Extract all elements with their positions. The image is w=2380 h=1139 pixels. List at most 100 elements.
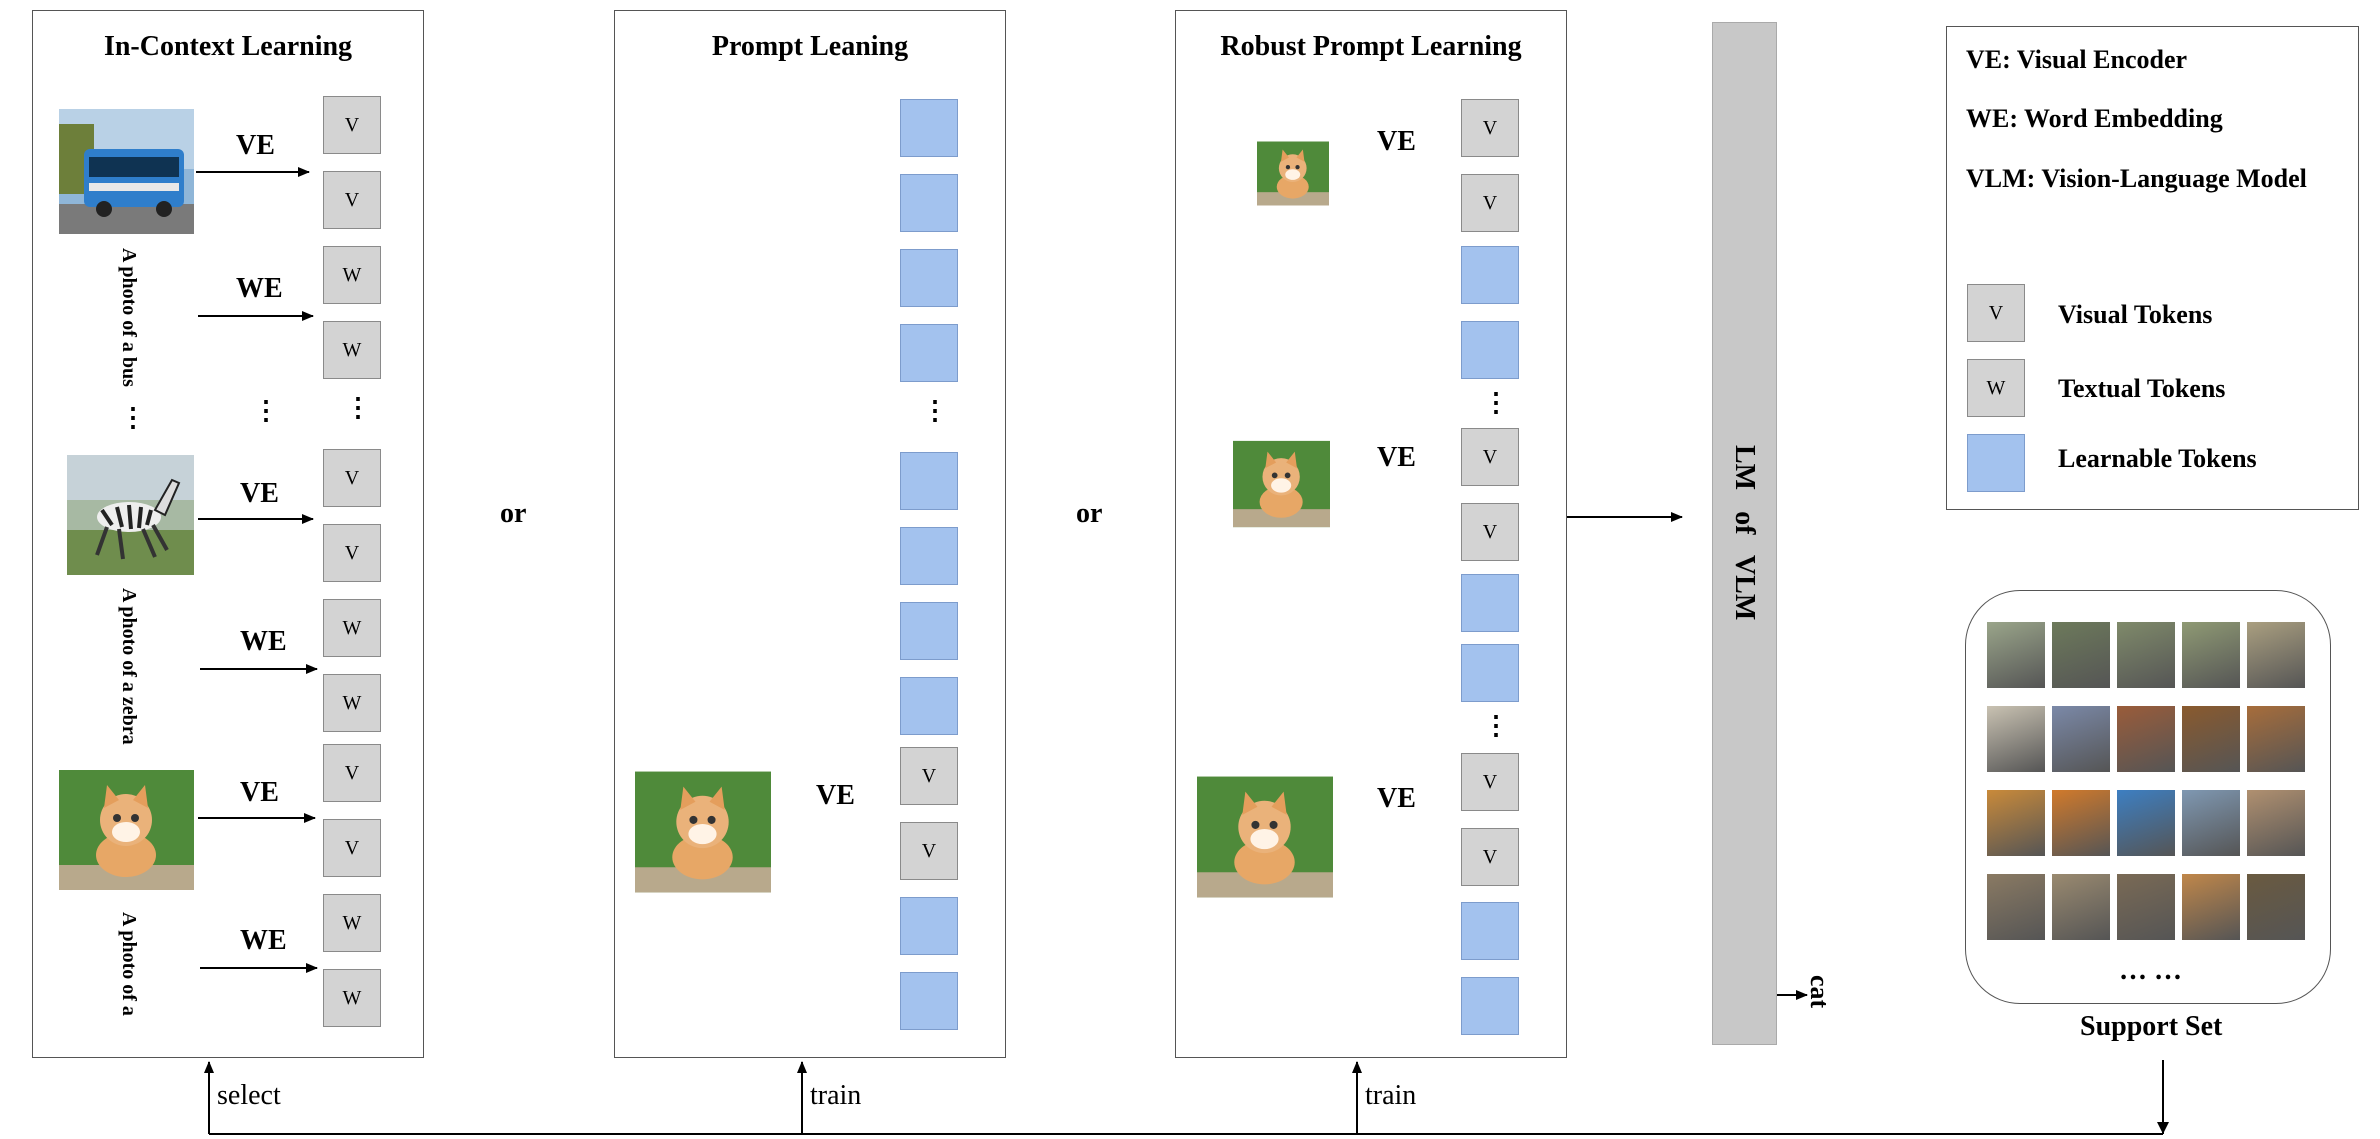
support-thumbnail-zebra bbox=[2247, 622, 2305, 688]
visual-token: V bbox=[323, 744, 381, 802]
learnable-token-swatch bbox=[1967, 434, 2025, 492]
textual-token: W bbox=[323, 894, 381, 952]
support-thumbnail-bus bbox=[2182, 790, 2240, 856]
textual-token: W bbox=[323, 599, 381, 657]
visual-token: V bbox=[323, 524, 381, 582]
support-thumbnail-zebra bbox=[1987, 622, 2045, 688]
support-thumbnail-dog bbox=[2247, 706, 2305, 772]
support-thumbnail-bus bbox=[2117, 790, 2175, 856]
we-label: WE bbox=[240, 925, 287, 956]
learnable-token bbox=[900, 897, 958, 955]
vertical-ellipsis: ⋮ bbox=[1483, 711, 1509, 740]
cat-image bbox=[1233, 440, 1330, 528]
support-set-ellipsis: … … bbox=[2119, 955, 2182, 986]
ve-label: VE bbox=[816, 780, 855, 811]
support-thumbnail-dog bbox=[2117, 706, 2175, 772]
vertical-ellipsis: ⋮ bbox=[120, 403, 146, 432]
panel-title: Prompt Leaning bbox=[711, 31, 909, 62]
learnable-token bbox=[900, 324, 958, 382]
visual-token: V bbox=[900, 747, 958, 805]
learnable-token bbox=[900, 972, 958, 1030]
bus-image bbox=[59, 109, 194, 234]
support-thumbnail-cat bbox=[2182, 874, 2240, 940]
legend-box bbox=[1946, 26, 2359, 510]
visual-token: V bbox=[1461, 828, 1519, 886]
support-thumbnail-zebra bbox=[2052, 622, 2110, 688]
legend-ve: VE: Visual Encoder bbox=[1966, 45, 2188, 74]
visual-token: V bbox=[1461, 503, 1519, 561]
visual-token-swatch: V bbox=[1967, 284, 2025, 342]
learnable-token bbox=[1461, 644, 1519, 702]
cat-image bbox=[59, 770, 194, 890]
learnable-token bbox=[1461, 321, 1519, 379]
lm-of-vlm-bar bbox=[1712, 22, 1777, 1045]
visual-token: V bbox=[1461, 174, 1519, 232]
visual-token: V bbox=[1461, 428, 1519, 486]
support-thumbnail-cat bbox=[2052, 874, 2110, 940]
learnable-token bbox=[900, 452, 958, 510]
learnable-token bbox=[1461, 977, 1519, 1035]
support-thumbnail-bus bbox=[2052, 790, 2110, 856]
ve-label: VE bbox=[240, 777, 279, 808]
cat-image bbox=[1197, 776, 1333, 898]
cat-image bbox=[635, 771, 771, 893]
legend-learnable-tokens: Learnable Tokens bbox=[2058, 444, 2257, 473]
vertical-ellipsis: ⋮ bbox=[253, 396, 279, 425]
support-thumbnail-zebra bbox=[2182, 622, 2240, 688]
support-thumbnail-zebra bbox=[2117, 622, 2175, 688]
vertical-ellipsis: ⋮ bbox=[922, 396, 948, 425]
learnable-token bbox=[900, 174, 958, 232]
support-thumbnail-cat bbox=[2117, 874, 2175, 940]
support-thumbnail-dog bbox=[2052, 706, 2110, 772]
ve-label: VE bbox=[1377, 126, 1416, 157]
learnable-token bbox=[1461, 246, 1519, 304]
lm-of-vlm-label: LM of VLM bbox=[1729, 445, 1760, 621]
visual-token: V bbox=[900, 822, 958, 880]
train-label: train bbox=[810, 1080, 862, 1111]
visual-token: V bbox=[323, 819, 381, 877]
textual-token-swatch: W bbox=[1967, 359, 2025, 417]
learnable-token bbox=[1461, 902, 1519, 960]
train-label: train bbox=[1365, 1080, 1417, 1111]
learnable-token bbox=[900, 602, 958, 660]
or-label: or bbox=[500, 498, 527, 529]
learnable-token bbox=[1461, 574, 1519, 632]
vertical-ellipsis: ⋮ bbox=[1483, 388, 1509, 417]
support-thumbnail-bus bbox=[1987, 790, 2045, 856]
textual-token: W bbox=[323, 674, 381, 732]
learnable-token bbox=[900, 249, 958, 307]
learnable-token bbox=[900, 527, 958, 585]
we-label: WE bbox=[236, 273, 283, 304]
ve-label: VE bbox=[1377, 783, 1416, 814]
textual-token: W bbox=[323, 969, 381, 1027]
ve-label: VE bbox=[236, 130, 275, 161]
support-thumbnail-cat bbox=[1987, 874, 2045, 940]
learnable-token bbox=[900, 677, 958, 735]
visual-token: V bbox=[1461, 753, 1519, 811]
output-label: cat bbox=[1805, 975, 1834, 1009]
panel-title: In-Context Learning bbox=[103, 31, 353, 62]
select-label: select bbox=[217, 1080, 281, 1111]
support-set-box bbox=[1965, 590, 2331, 1004]
learnable-token bbox=[900, 99, 958, 157]
legend-visual-tokens: Visual Tokens bbox=[2058, 300, 2213, 329]
textual-token: W bbox=[323, 321, 381, 379]
support-thumbnail-cat bbox=[2247, 874, 2305, 940]
visual-token: V bbox=[323, 96, 381, 154]
support-thumbnail-dog bbox=[1987, 706, 2045, 772]
legend-textual-tokens: Textual Tokens bbox=[2058, 374, 2226, 403]
visual-token: V bbox=[323, 449, 381, 507]
textual-token: W bbox=[323, 246, 381, 304]
ve-label: VE bbox=[240, 478, 279, 509]
ve-label: VE bbox=[1377, 442, 1416, 473]
support-thumbnail-bus bbox=[2247, 790, 2305, 856]
panel-title: Robust Prompt Learning bbox=[1220, 31, 1522, 62]
or-label: or bbox=[1076, 498, 1103, 529]
zebra-image bbox=[67, 455, 194, 575]
support-set-label: Support Set bbox=[2080, 1011, 2223, 1042]
legend-we: WE: Word Embedding bbox=[1966, 104, 2223, 133]
support-thumbnail-dog bbox=[2182, 706, 2240, 772]
visual-token: V bbox=[323, 171, 381, 229]
visual-token: V bbox=[1461, 99, 1519, 157]
vertical-ellipsis: ⋮ bbox=[345, 393, 371, 422]
